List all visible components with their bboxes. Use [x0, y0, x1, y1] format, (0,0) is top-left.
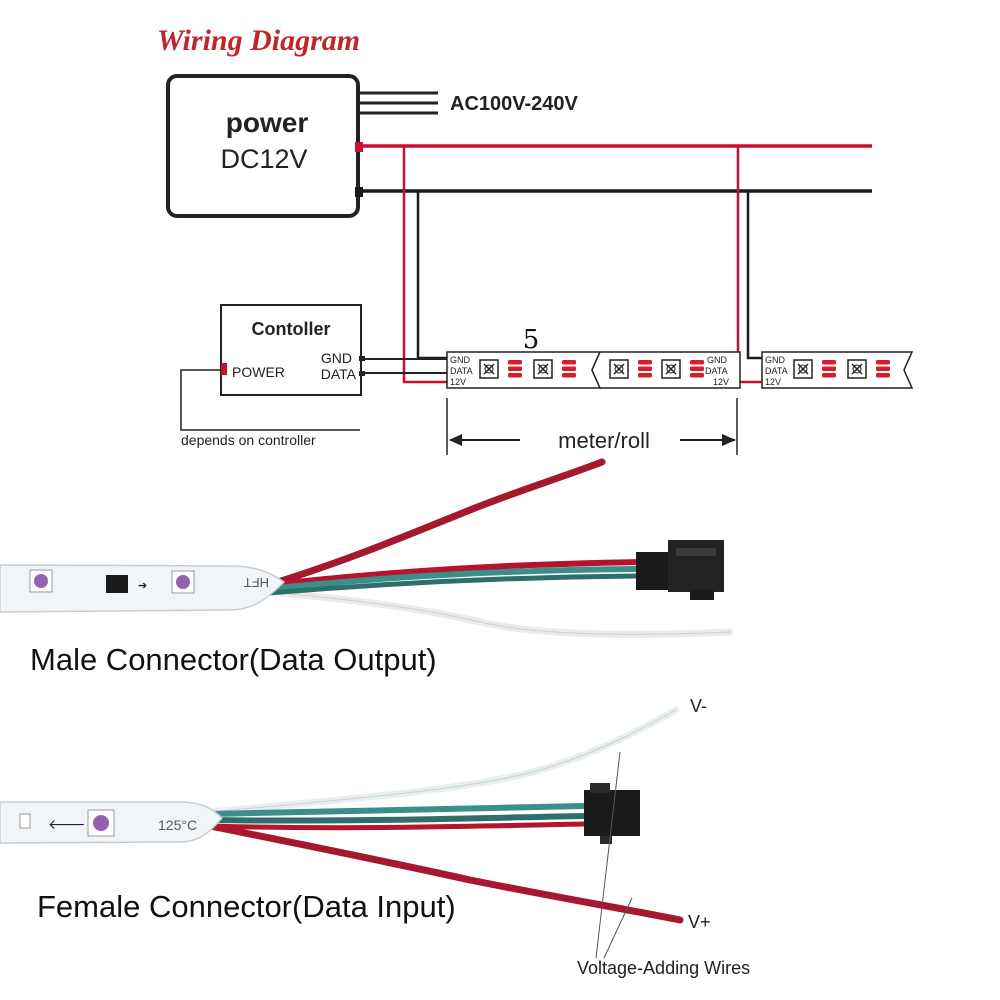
male-connector-photo: ➔ HFT Male Connector(Data Output) [0, 458, 734, 677]
controller-gnd-label: GND [321, 350, 352, 366]
female-connector-housing [584, 790, 640, 836]
strip1-data-label: DATA [450, 366, 473, 376]
female-connector-caption: Female Connector(Data Input) [37, 889, 456, 924]
strip-length-value: 5 [523, 325, 540, 355]
controller-power-terminal [221, 363, 227, 375]
controller-title: Contoller [252, 319, 331, 339]
led-pad [690, 366, 704, 371]
strip2-gnd-label: GND [707, 355, 728, 365]
led-chip-mark [851, 363, 863, 375]
led-pad [690, 360, 704, 365]
diagram-title: Wiring Diagram [157, 24, 360, 57]
power-supply: power DC12V AC100V-240V [166, 74, 579, 218]
strip2-data-label: DATA [705, 366, 728, 376]
strip-print-top: HFT [244, 575, 269, 590]
led-chip-mark [613, 363, 625, 375]
led-chip-ring [852, 364, 862, 374]
led-pad [822, 360, 836, 365]
male-connector-caption: Male Connector(Data Output) [30, 642, 437, 677]
svg-text:🡐: 🡐 [48, 816, 86, 832]
power-negative-terminal [355, 187, 363, 197]
led-pad [638, 360, 652, 365]
svg-text:➔: ➔ [138, 580, 147, 592]
led-pad [876, 360, 890, 365]
strip-length-unit: meter/roll [558, 428, 650, 453]
led-chip-ring [614, 364, 624, 374]
led-pad [822, 366, 836, 371]
led-chip-ring [798, 364, 808, 374]
led-pad [562, 373, 576, 378]
led-chip-mark [665, 363, 677, 375]
led-pad [508, 366, 522, 371]
led-pad [508, 373, 522, 378]
v-plus-label: V+ [688, 912, 711, 932]
led-chip-ring [666, 364, 676, 374]
power-positive-terminal [355, 142, 363, 152]
ac-input-label: AC100V-240V [450, 93, 579, 115]
led-pad [562, 360, 576, 365]
led-pad [690, 373, 704, 378]
strip-print-bottom: 125°C [158, 817, 197, 833]
strip2-12v-label: 12V [713, 377, 729, 387]
strip1-gnd-label: GND [450, 355, 471, 365]
led-pad [638, 373, 652, 378]
power-label: power [226, 107, 309, 138]
controller-note: depends on controller [181, 432, 316, 448]
dc-bus-wires [363, 144, 872, 384]
led-pad [876, 366, 890, 371]
led-chip-ring [538, 364, 548, 374]
strip3-12v-label: 12V [765, 377, 781, 387]
led-pad [562, 366, 576, 371]
controller-data-label: DATA [321, 366, 357, 382]
ic-chip [106, 575, 128, 593]
male-connector-housing [636, 552, 670, 590]
female-connector-photo: 🡐 125°C V- V+ Voltage-Adding Wires Femal… [0, 696, 750, 978]
led-pad [638, 366, 652, 371]
led-pad [876, 373, 890, 378]
led-chip-mark [537, 363, 549, 375]
controller-power-label: POWER [232, 364, 285, 380]
power-voltage: DC12V [220, 144, 307, 174]
voltage-wires-label: Voltage-Adding Wires [577, 958, 750, 978]
v-minus-label: V- [690, 696, 707, 716]
led-pad [508, 360, 522, 365]
controller: Contoller POWER GND DATA depends on cont… [180, 304, 449, 448]
led-chip-ring [484, 364, 494, 374]
led-strip-diagram: GND DATA 12V GND DATA 12V GND DATA 12V 5… [446, 325, 914, 455]
strip1-12v-label: 12V [450, 377, 466, 387]
strip3-data-label: DATA [765, 366, 788, 376]
led-pad [822, 373, 836, 378]
led-chip-mark [797, 363, 809, 375]
strip3-gnd-label: GND [765, 355, 786, 365]
led-chip-mark [483, 363, 495, 375]
